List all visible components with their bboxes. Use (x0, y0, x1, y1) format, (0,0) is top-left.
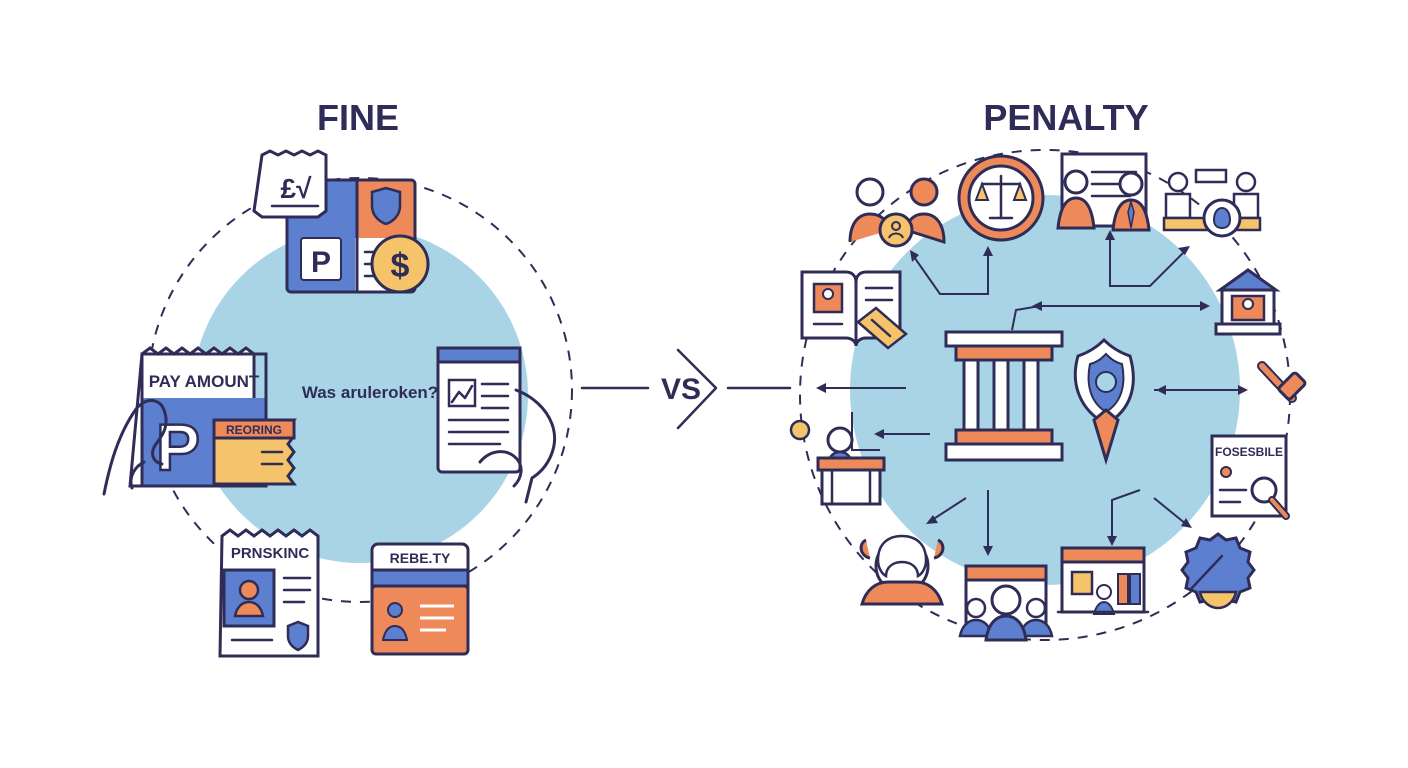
document-search-icon: FOSESBILE (1210, 434, 1290, 520)
penalty-card-icon: REBE.TY (370, 542, 470, 656)
badge-shield-icon (1073, 337, 1135, 466)
receipt-label: REORING (226, 423, 282, 437)
receipt-icon (252, 149, 328, 219)
defendants-group-icon (958, 564, 1054, 642)
pay-amount-ticket-icon: PAY AMOUNT P REORING (102, 346, 297, 496)
document-label: FOSESBILE (1215, 445, 1283, 459)
pay-amount-label: PAY AMOUNT (149, 372, 260, 391)
penalty-section: FOSESBILE (789, 149, 1307, 642)
svg-text:$: $ (391, 247, 410, 285)
court-building-icon (1214, 268, 1282, 336)
courthouse-icon (944, 330, 1064, 462)
judge-wig-icon (859, 534, 945, 606)
shield-icon (286, 620, 310, 652)
parking-card-icon: PRNSKINC (218, 528, 320, 658)
document-chart-icon (436, 346, 557, 504)
versus-separator: VS (580, 348, 792, 430)
lawyers-group-icon (848, 177, 946, 248)
gavel-icon (1257, 361, 1307, 403)
scales-of-justice-icon (957, 154, 1045, 242)
open-book-icon (800, 270, 908, 350)
parking-letter: P (311, 246, 331, 279)
fine-title: FINE (317, 97, 399, 138)
shield-icon (370, 186, 402, 226)
penalty-card-label: REBE.TY (390, 550, 451, 566)
arrow-heads (816, 230, 1248, 556)
rule-broken-question: Was aruleroken? (302, 383, 438, 402)
penalty-background-circle (850, 195, 1240, 585)
judges-panel-icon (1056, 152, 1151, 232)
currency-receipt-symbol: £√ (281, 173, 313, 204)
vs-label: VS (661, 373, 701, 406)
witness-stand-icon (789, 419, 886, 506)
parking-fee-icon: P $ £√ (252, 149, 430, 294)
jury-icon (1162, 168, 1262, 238)
svg-text:P: P (156, 410, 200, 484)
penalty-title: PENALTY (983, 97, 1148, 138)
parking-card-label: PRNSKINC (231, 545, 310, 562)
fine-section: P $ £√ PAY AMOUNT P REORING (102, 149, 573, 658)
courtroom-scene-icon (1056, 546, 1150, 615)
dollar-coin-icon: $ (370, 234, 430, 294)
gear-scale-icon (1180, 532, 1256, 610)
connection-arrows (822, 234, 1238, 550)
